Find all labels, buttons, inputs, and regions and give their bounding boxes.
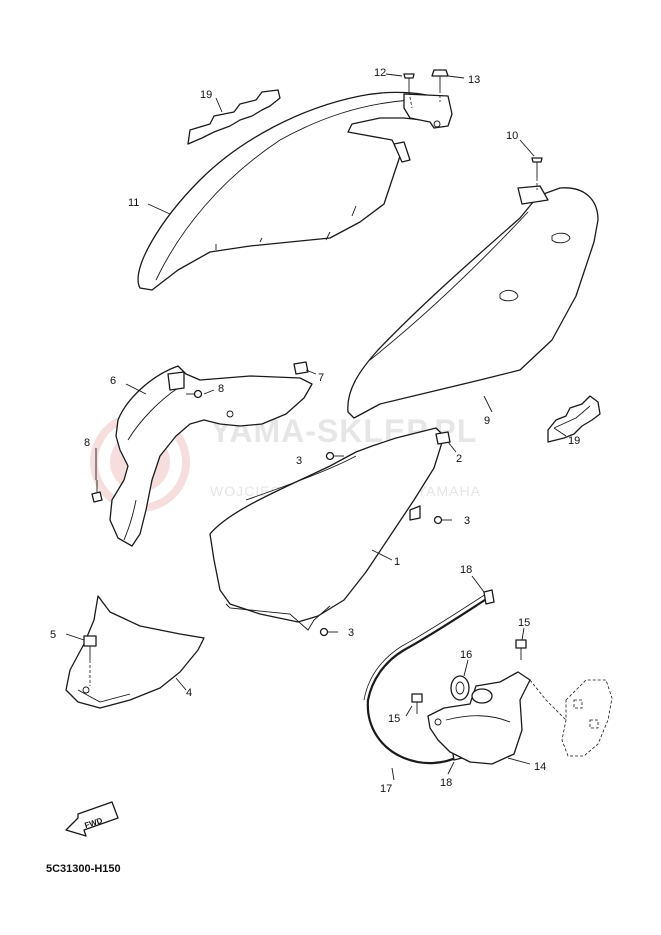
callout-19-right: 19: [568, 435, 580, 447]
callout-6: 6: [110, 375, 116, 387]
part-14-port-icon: [471, 688, 493, 704]
part-11-upper-side-cover: [137, 91, 441, 291]
callout-2: 2: [456, 453, 462, 465]
part-9-side-cover: [347, 187, 599, 419]
callout-3-upper: 3: [296, 455, 302, 467]
fwd-arrow-icon: FWD: [65, 801, 119, 837]
part-17-hose: [366, 597, 489, 765]
part-7-clip-icon: [293, 361, 309, 375]
callout-7: 7: [318, 372, 324, 384]
callout-16: 16: [460, 649, 472, 661]
callout-17: 17: [380, 783, 392, 795]
callout-1: 1: [394, 556, 400, 568]
callout-10: 10: [506, 130, 518, 142]
callout-13: 13: [468, 74, 480, 86]
part-11-bracket: [403, 93, 453, 129]
part-2-clip-icon: [435, 431, 451, 445]
part-12-screw-icon: [403, 73, 415, 109]
diagram-code: 5C31300-H150: [46, 863, 121, 875]
callout-8-left: 8: [84, 437, 90, 449]
part-15-screw-left-icon: [411, 693, 423, 714]
part-14-box: [427, 671, 531, 765]
part-19-strip-upper: [187, 89, 281, 145]
frame-bracket-reference: [529, 679, 613, 757]
part-3-screw-upper-icon: [325, 451, 344, 461]
callout-11: 11: [128, 197, 139, 209]
part-3-screw-lower-icon: [319, 627, 338, 637]
callout-9: 9: [484, 415, 490, 427]
part-15-screw-right-icon: [515, 639, 527, 660]
callout-19-upper: 19: [200, 89, 212, 101]
part-16-cap-icon: [450, 675, 470, 701]
callout-15-left: 15: [388, 713, 400, 725]
part-13-bolt-icon: [431, 69, 449, 102]
part-3-screw-middle-icon: [433, 515, 452, 525]
callout-18-upper: 18: [460, 564, 472, 576]
callout-5: 5: [50, 629, 56, 641]
part-4-lower-panel: [65, 595, 205, 709]
part-18-clip-upper-icon: [483, 589, 495, 605]
callout-14: 14: [534, 761, 546, 773]
callout-12: 12: [374, 67, 386, 79]
callout-8-upper: 8: [218, 383, 224, 395]
part-8-screw-left-icon: [91, 480, 103, 503]
part-5-bolt-icon: [83, 635, 97, 686]
callout-3-middle: 3: [464, 515, 470, 527]
callout-18-lower: 18: [440, 777, 452, 789]
callout-4: 4: [186, 687, 192, 699]
callout-15-right: 15: [518, 617, 530, 629]
part-10-screw-icon: [531, 157, 543, 190]
part-6-inner-panel: [109, 365, 313, 547]
part-8-screw-upper-icon: [186, 389, 203, 399]
callout-3-lower: 3: [348, 627, 354, 639]
part-1-side-cover: [209, 427, 445, 623]
leader-lines: [65, 73, 567, 781]
